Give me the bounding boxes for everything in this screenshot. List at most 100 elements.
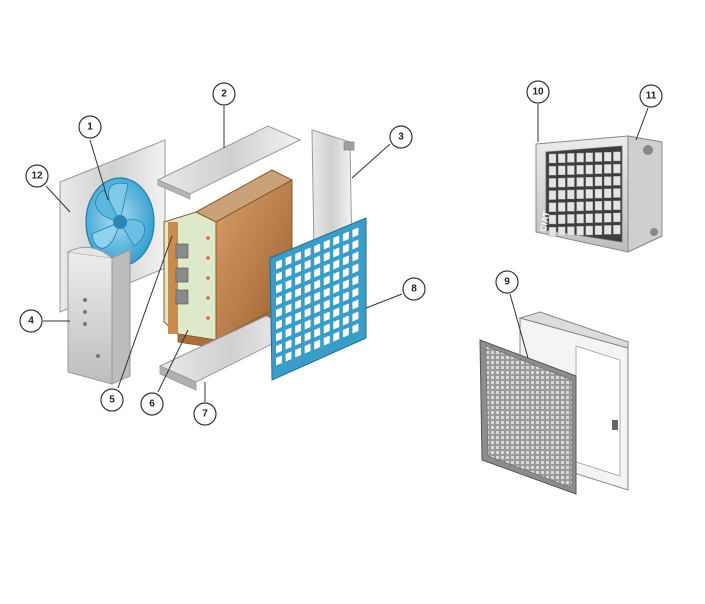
grille-opening	[333, 331, 340, 342]
louvre-cell	[594, 225, 603, 235]
louvre-cell	[613, 224, 621, 235]
callout-10-number: 10	[532, 87, 544, 98]
louvre-cell	[613, 200, 621, 210]
louvre-cell	[567, 177, 575, 188]
brand-logo-text: CIAT	[538, 210, 551, 232]
grille-opening	[323, 239, 330, 250]
louvre-cell	[567, 165, 575, 175]
grille-opening	[276, 331, 282, 342]
louvre-cell	[576, 201, 584, 212]
louvre-cell	[548, 190, 557, 200]
grille-opening	[314, 243, 321, 254]
grille-opening	[323, 299, 330, 310]
grille-opening	[342, 243, 349, 254]
leader-line-3	[351, 143, 391, 179]
louvre-cell	[613, 163, 621, 174]
louvre-cell	[548, 214, 557, 225]
louvre-cell	[558, 190, 566, 200]
fan-assembly	[85, 177, 155, 267]
grille-opening	[333, 259, 340, 270]
grille-opening	[295, 287, 302, 298]
grille-opening	[352, 311, 359, 322]
grille-opening	[323, 263, 330, 274]
louvre-cell	[558, 177, 566, 188]
leader-line-1	[89, 139, 109, 201]
louvre-cell	[604, 212, 612, 223]
grille-opening	[333, 307, 340, 318]
callout-2: 2	[212, 82, 236, 106]
louvre-cell	[548, 226, 557, 237]
grille-opening	[295, 251, 302, 262]
callout-8: 8	[402, 277, 426, 301]
callout-6-number: 6	[149, 399, 155, 410]
louvre-cell	[558, 202, 566, 212]
louvre-cell	[604, 164, 612, 174]
grille-opening	[276, 343, 282, 354]
louvre-cell	[604, 200, 612, 211]
louvre-cell	[567, 153, 575, 163]
grille-opening	[295, 275, 302, 286]
leader-line-8	[365, 293, 403, 309]
callout-3: 3	[389, 125, 413, 149]
louvre-cell	[585, 213, 593, 224]
louvre-cell	[567, 214, 575, 224]
louvre-cell	[594, 188, 603, 199]
grille-opening	[295, 347, 302, 358]
grille-opening	[352, 263, 359, 274]
louvre-cell	[576, 226, 584, 236]
louvre-cell	[558, 214, 566, 224]
grille-opening	[323, 311, 330, 322]
louvre-cell	[548, 153, 557, 164]
leader-line-9	[509, 293, 529, 359]
grille-opening	[314, 255, 321, 266]
grille-opening	[304, 259, 311, 270]
grille-opening	[352, 251, 359, 262]
grille-opening	[276, 271, 282, 282]
callout-7-number: 7	[202, 409, 208, 420]
grille-opening	[352, 239, 359, 250]
grille-opening	[342, 267, 349, 278]
louvre-cell	[613, 151, 621, 162]
callout-7: 7	[193, 402, 217, 426]
grille-opening	[285, 291, 292, 302]
grille-opening	[314, 327, 321, 338]
grille-opening	[314, 303, 321, 314]
louvre-cell	[576, 213, 584, 224]
louvre-cell	[613, 188, 621, 198]
grille-openings	[276, 227, 359, 366]
leader-line-12	[45, 185, 71, 213]
louvre-cell	[594, 152, 603, 162]
front-louvre-grille	[269, 217, 367, 381]
grille-opening	[342, 303, 349, 314]
grille-opening	[342, 231, 349, 242]
side-casing	[67, 246, 131, 385]
filter-frame-assembly	[479, 311, 629, 495]
callout-2-number: 2	[221, 89, 227, 100]
leader-line-6	[157, 329, 189, 393]
louvre-cell	[576, 152, 584, 163]
louvre-cell	[558, 165, 566, 176]
grille-opening	[285, 327, 292, 338]
grille-opening	[285, 303, 292, 314]
grille-opening	[323, 323, 330, 334]
louvre-cell	[548, 165, 557, 176]
louvre-cell	[613, 176, 621, 186]
grille-opening	[276, 307, 282, 318]
grille-opening	[285, 339, 292, 350]
callout-9-number: 9	[504, 277, 510, 288]
louvre-cell	[558, 226, 566, 237]
grille-opening	[276, 355, 282, 366]
grille-opening	[333, 271, 340, 282]
callout-5-number: 5	[109, 395, 115, 406]
louvre-cell	[585, 176, 593, 187]
grille-opening	[314, 267, 321, 278]
grille-opening	[276, 319, 282, 330]
callout-10: 10	[526, 80, 550, 104]
grille-opening	[342, 279, 349, 290]
louvre-cell	[585, 225, 593, 236]
callout-12: 12	[25, 164, 49, 188]
grille-opening	[342, 291, 349, 302]
callout-4: 4	[19, 309, 43, 333]
grille-opening	[352, 323, 359, 334]
top-cover-panel	[156, 125, 302, 200]
